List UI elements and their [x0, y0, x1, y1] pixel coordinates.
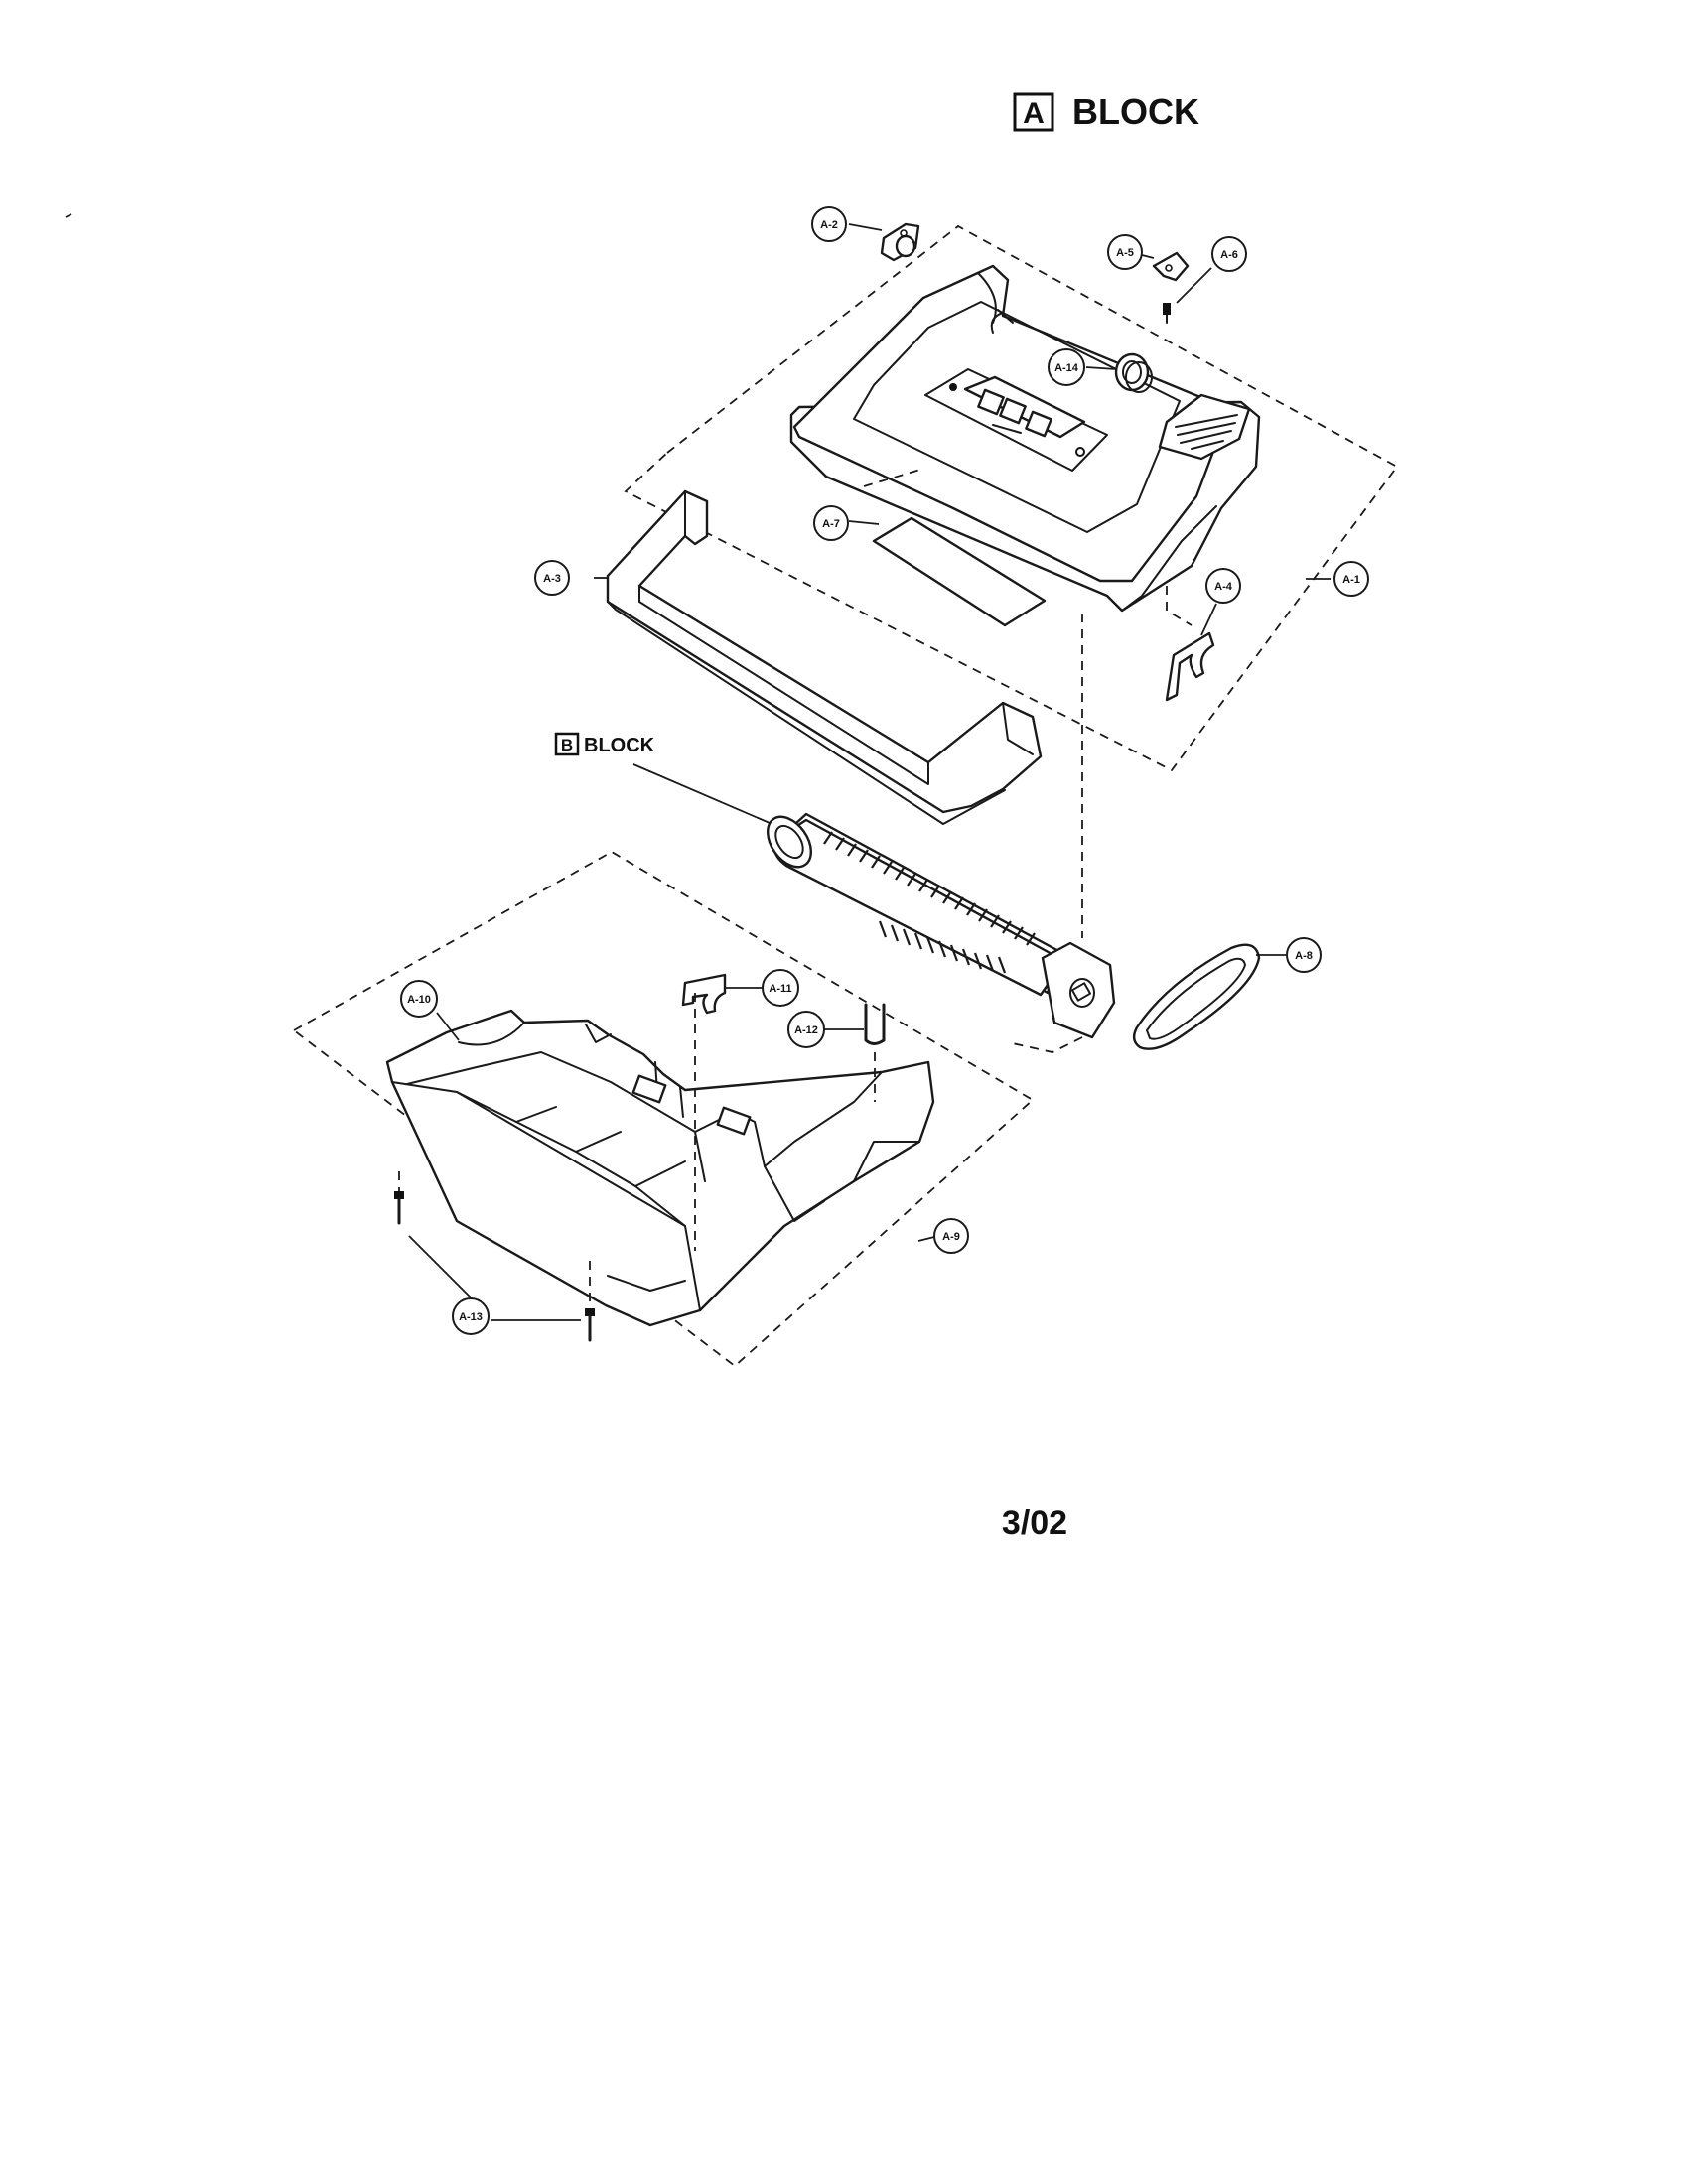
base-plate-part: [385, 1009, 935, 1327]
callout-a7: A-7: [813, 505, 849, 541]
svg-text:A-11: A-11: [769, 983, 791, 995]
callout-a13: A-13: [452, 1297, 490, 1335]
nozzle-cover-part: [789, 264, 1261, 613]
brush-roll-part: [766, 812, 1116, 1039]
upper-assembly-boundary: [624, 224, 1399, 772]
callout-a5: A-5: [1107, 234, 1143, 270]
callout-a14: A-14: [1048, 348, 1085, 386]
callout-a12: A-12: [787, 1011, 825, 1048]
block-a-letter-box: [1013, 92, 1054, 132]
svg-text:A-6: A-6: [1220, 249, 1238, 261]
svg-text:A-12: A-12: [794, 1024, 818, 1036]
svg-text:A-8: A-8: [1295, 950, 1313, 962]
callout-leaders: [408, 223, 1331, 1321]
alignment-lines: [398, 468, 1193, 1308]
clip-screw-part: [1163, 303, 1171, 324]
grommet-part: [1114, 352, 1153, 393]
drive-belt-part: [1132, 943, 1261, 1050]
label-plate-part: [872, 516, 1047, 627]
u-pin-part: [864, 1003, 886, 1045]
svg-text:A-2: A-2: [820, 219, 838, 231]
base-clip-part: [681, 973, 727, 1015]
callout-a11: A-11: [762, 969, 799, 1007]
callout-a6: A-6: [1211, 236, 1247, 272]
callout-a1: A-1: [1333, 561, 1369, 597]
revision-date: 3/02: [1002, 1504, 1067, 1542]
callout-a8: A-8: [1286, 937, 1322, 973]
base-screw-left: [394, 1191, 404, 1225]
stray-mark: [65, 213, 72, 218]
svg-text:A-5: A-5: [1116, 247, 1134, 259]
callout-a4: A-4: [1205, 568, 1241, 604]
block-b-title: BLOCK: [584, 735, 655, 756]
callout-a2: A-2: [811, 206, 847, 242]
bumper-part: [606, 489, 1043, 825]
svg-text:A-4: A-4: [1214, 581, 1233, 593]
brush-bristles: [823, 831, 1036, 974]
block-b-letter: B: [561, 736, 573, 754]
svg-text:A-10: A-10: [407, 994, 431, 1006]
clip-part: [1152, 251, 1190, 282]
svg-text:A-7: A-7: [822, 518, 840, 530]
svg-text:A-3: A-3: [543, 573, 561, 585]
block-b-heading: B BLOCK: [554, 732, 777, 827]
spring-clip-part: [1165, 631, 1215, 702]
callout-a3: A-3: [534, 560, 570, 596]
block-a-heading: A BLOCK: [1013, 91, 1199, 132]
block-a-letter: A: [1023, 97, 1045, 130]
svg-text:A-14: A-14: [1054, 362, 1079, 374]
svg-text:A-9: A-9: [942, 1231, 960, 1243]
base-screw-right: [585, 1308, 595, 1342]
svg-text:A-13: A-13: [459, 1311, 483, 1323]
callout-a9: A-9: [933, 1218, 969, 1254]
block-b-letter-box: [554, 732, 580, 756]
callout-a10: A-10: [400, 980, 438, 1018]
svg-text:A-1: A-1: [1342, 574, 1360, 586]
latch-knob-part: [880, 222, 920, 262]
block-a-title: BLOCK: [1072, 91, 1199, 132]
